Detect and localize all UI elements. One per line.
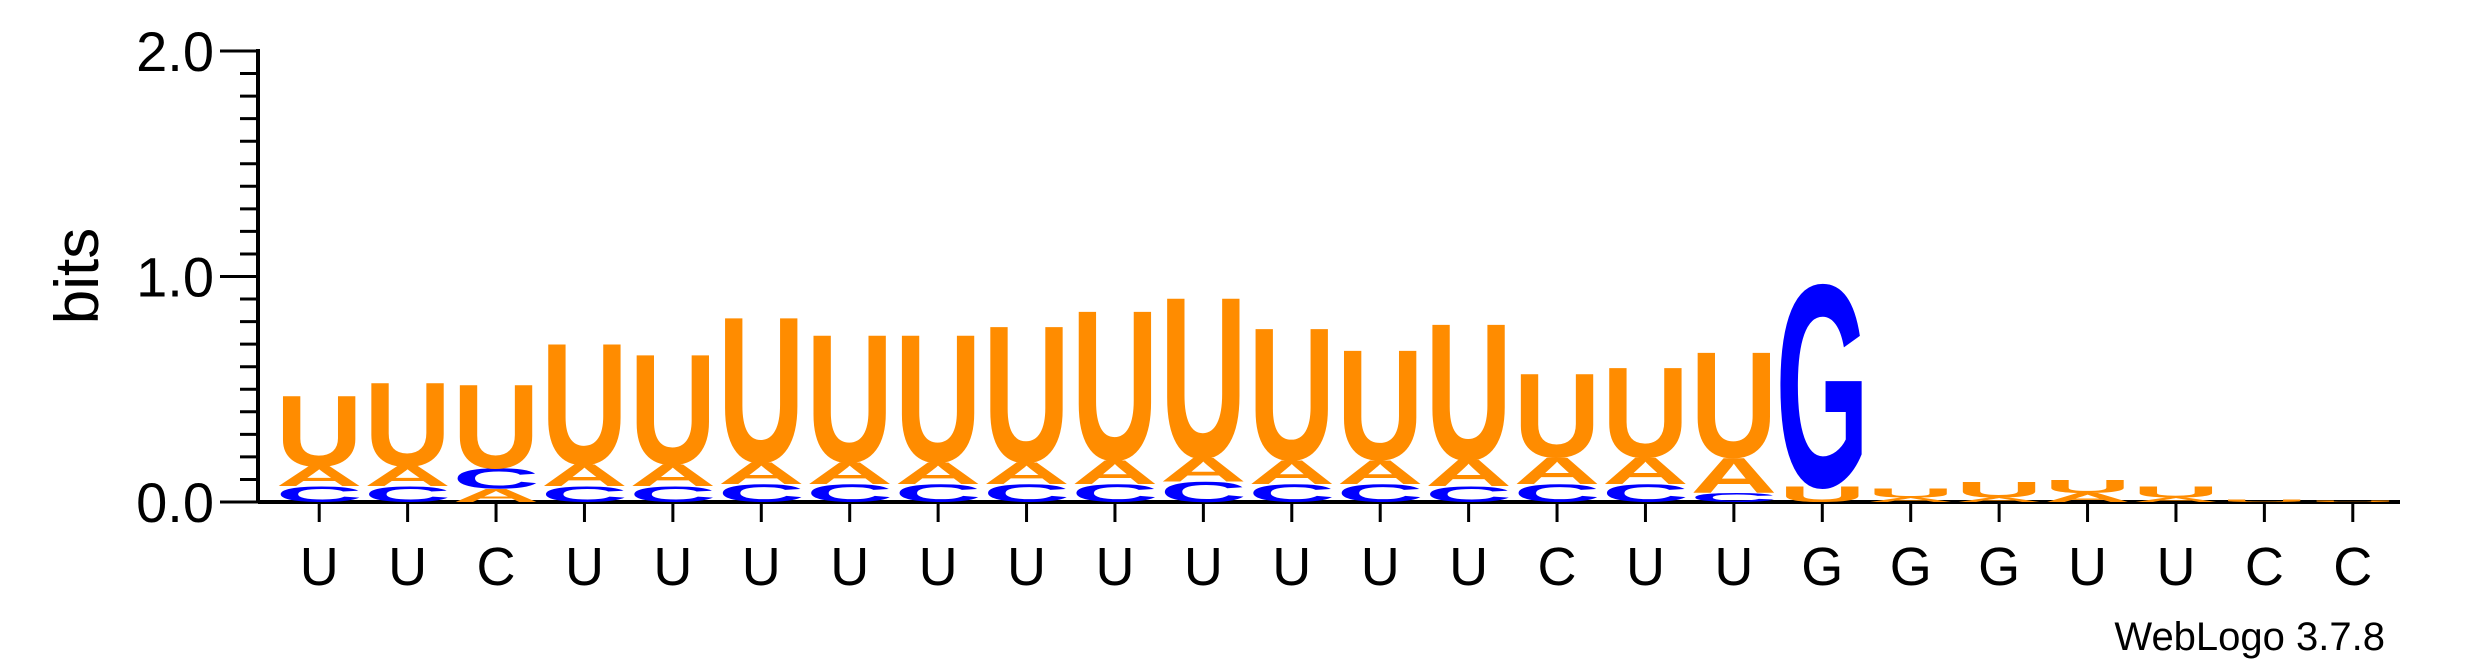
y-axis-label: bits <box>43 228 112 324</box>
logo-letter-c: C <box>364 482 451 506</box>
logo-letter-a: A <box>895 455 982 490</box>
logo-letter-c: C <box>1602 479 1689 507</box>
x-tick-label: U <box>1184 537 1223 597</box>
logo-letter-c: C <box>453 463 540 495</box>
x-tick-label: U <box>1095 537 1134 597</box>
logo-letter-u: U <box>1072 266 1159 505</box>
x-tick-label: C <box>2333 537 2372 597</box>
logo-letter-u: U <box>1779 482 1866 506</box>
logo-letter-a: A <box>453 485 540 506</box>
x-tick-label: U <box>388 537 427 597</box>
logo-letter-g: G <box>1775 225 1869 549</box>
x-tick-label: G <box>1890 537 1932 597</box>
logo-letter-c: C <box>1337 479 1424 507</box>
logo-letter-c: C <box>983 479 1070 507</box>
logo-letter-u: U <box>1160 249 1247 506</box>
logo-letter-u: U <box>1514 349 1601 483</box>
x-tick-label: C <box>477 537 516 597</box>
logo-letter-c: C <box>718 479 805 507</box>
logo-letter-u: U <box>1602 341 1689 485</box>
logo-letter-c: C <box>1160 476 1247 508</box>
logo-letter-a: A <box>806 455 893 490</box>
logo-letter-c: C <box>895 479 982 507</box>
x-tick-label: U <box>1007 537 1046 597</box>
logo-letter-u: U <box>276 375 363 488</box>
logo-letter-c: C <box>1514 479 1601 507</box>
logo-letter-u: U <box>718 273 805 506</box>
logo-letter-u: U <box>2132 483 2219 501</box>
x-tick-label: G <box>1801 537 1843 597</box>
logo-letter-a: A <box>1956 496 2043 503</box>
y-tick-label: 0.0 <box>136 471 214 534</box>
logo-letter-u: U <box>1337 316 1424 492</box>
logo-letter-a: A <box>1425 452 1512 494</box>
x-tick-label: U <box>565 537 604 597</box>
logo-letter-c: C <box>1248 479 1335 507</box>
logo-letter-a: A <box>983 455 1070 490</box>
logo-letter-a: A <box>1867 496 1954 503</box>
logo-letter-c: C <box>1425 482 1512 506</box>
x-tick-label: G <box>1978 537 2020 597</box>
logo-letter-u: U <box>2221 499 2308 503</box>
logo-letter-a: A <box>718 455 805 490</box>
weblogo-credit: WebLogo 3.7.8 <box>2114 615 2385 659</box>
logo-letter-c: C <box>541 482 628 506</box>
logo-letter-u: U <box>453 360 540 494</box>
x-tick-label: U <box>1272 537 1311 597</box>
logo-letter-u: U <box>541 307 628 501</box>
logo-letter-u: U <box>364 358 451 492</box>
logo-letter-u: U <box>2309 501 2396 503</box>
logo-letter-c: C <box>629 482 716 506</box>
x-tick-label: U <box>1361 537 1400 597</box>
logo-letter-a: A <box>629 458 716 493</box>
y-tick-label: 1.0 <box>136 246 214 309</box>
logo-letter-u: U <box>1867 486 1954 500</box>
logo-letter-c: C <box>276 482 363 506</box>
x-tick-label: C <box>1538 537 1577 597</box>
logo-letter-u: U <box>1248 289 1335 500</box>
logo-letter-a: A <box>2133 496 2220 503</box>
logo-letter-c: C <box>1071 479 1158 507</box>
logo-letter-u: U <box>2044 476 2131 497</box>
x-tick-label: U <box>300 537 339 597</box>
logo-letter-a: A <box>1248 453 1335 492</box>
x-tick-label: U <box>2068 537 2107 597</box>
logo-letter-a: A <box>541 458 628 493</box>
x-tick-label: U <box>919 537 958 597</box>
x-tick-label: U <box>830 537 869 597</box>
logo-letter-u: U <box>983 286 1070 504</box>
logo-letter-a: A <box>276 461 363 493</box>
logo-letter-u: U <box>806 296 893 500</box>
logo-letter-c: C <box>806 479 893 507</box>
logo-letter-u: U <box>895 296 982 500</box>
x-tick-label: U <box>1714 537 1753 597</box>
x-tick-label: U <box>2156 537 2195 597</box>
logo-letter-a: A <box>1514 450 1601 492</box>
logo-letter-u: U <box>629 321 716 497</box>
logo-letter-a: A <box>364 461 451 493</box>
logo-letter-a: A <box>1160 450 1247 489</box>
logo-letter-u: U <box>1425 283 1512 501</box>
x-tick-label: C <box>2245 537 2284 597</box>
logo-letter-a: A <box>1602 450 1689 492</box>
logo-letter-a: A <box>1337 453 1424 492</box>
logo-letter-a: A <box>1072 453 1159 492</box>
y-tick-label: 2.0 <box>136 20 214 83</box>
logo-letter-u: U <box>1690 320 1777 489</box>
logo-letter-a: A <box>1690 447 1777 504</box>
x-tick-label: U <box>1626 537 1665 597</box>
x-tick-label: U <box>653 537 692 597</box>
x-tick-label: U <box>1449 537 1488 597</box>
logo-letter-a: A <box>2044 491 2131 505</box>
x-tick-label: U <box>742 537 781 597</box>
logo-letter-c: C <box>1690 491 1777 505</box>
logo-letter-u: U <box>1956 478 2043 502</box>
